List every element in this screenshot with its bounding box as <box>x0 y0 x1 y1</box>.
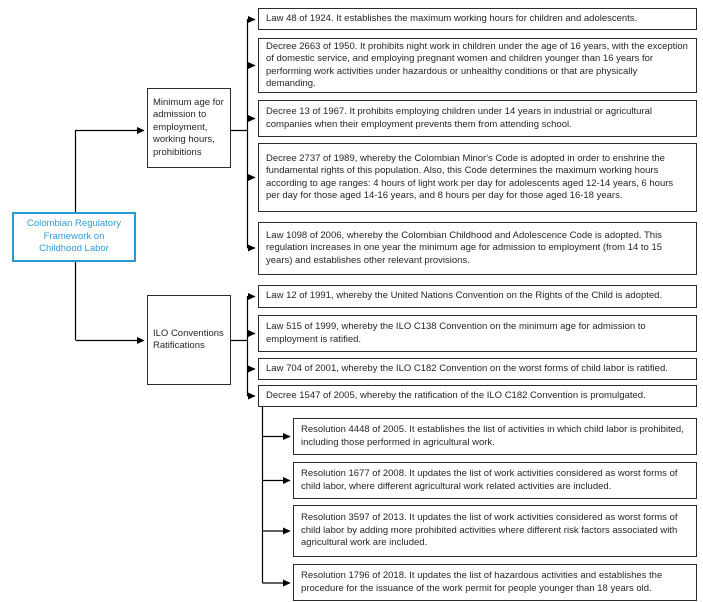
decree-13-1967-box: Decree 13 of 1967. It prohibits employin… <box>258 100 697 137</box>
resolution-3597-2013-box: Resolution 3597 of 2013. It updates the … <box>293 505 697 557</box>
law-text: Law 48 of 1924. It establishes the maxim… <box>266 12 638 24</box>
law-text: Decree 2737 of 1989, whereby the Colombi… <box>266 152 674 201</box>
branch-node-label: ILO Conventions Ratifications <box>153 327 224 351</box>
root-node-line: Childhood Labor <box>39 243 109 255</box>
law-text: Decree 2663 of 1950. It prohibits night … <box>266 40 688 89</box>
branch-node-minimum-age: Minimum age for admission to employment,… <box>147 88 231 168</box>
root-node-line: Colombian Regulatory <box>27 218 121 230</box>
law-48-1924-box: Law 48 of 1924. It establishes the maxim… <box>258 8 697 30</box>
root-node-line: Framework on <box>43 230 105 242</box>
law-text: Decree 13 of 1967. It prohibits employin… <box>266 106 653 130</box>
resolution-text: Resolution 3597 of 2013. It updates the … <box>301 512 678 549</box>
branch-node-label: Minimum age for admission to employment,… <box>153 97 224 158</box>
decree-1547-2005-box: Decree 1547 of 2005, whereby the ratific… <box>258 385 697 407</box>
law-12-1991-box: Law 12 of 1991, whereby the United Natio… <box>258 285 697 308</box>
law-1098-2006-box: Law 1098 of 2006, whereby the Colombian … <box>258 222 697 275</box>
resolution-text: Resolution 1796 of 2018. It updates the … <box>301 570 663 594</box>
law-text: Law 12 of 1991, whereby the United Natio… <box>266 290 663 302</box>
resolution-text: Resolution 1677 of 2008. It updates the … <box>301 468 678 492</box>
resolution-text: Resolution 4448 of 2005. It establishes … <box>301 424 684 448</box>
decree-2737-1989-box: Decree 2737 of 1989, whereby the Colombi… <box>258 143 697 212</box>
decree-2663-1950-box: Decree 2663 of 1950. It prohibits night … <box>258 38 697 93</box>
resolution-4448-2005-box: Resolution 4448 of 2005. It establishes … <box>293 418 697 455</box>
resolution-1677-2008-box: Resolution 1677 of 2008. It updates the … <box>293 462 697 499</box>
law-text: Decree 1547 of 2005, whereby the ratific… <box>266 389 646 401</box>
law-text: Law 515 of 1999, whereby the ILO C138 Co… <box>266 321 646 345</box>
law-704-2001-box: Law 704 of 2001, whereby the ILO C182 Co… <box>258 358 697 380</box>
resolution-1796-2018-box: Resolution 1796 of 2018. It updates the … <box>293 564 697 601</box>
law-text: Law 704 of 2001, whereby the ILO C182 Co… <box>266 362 668 374</box>
law-515-1999-box: Law 515 of 1999, whereby the ILO C138 Co… <box>258 315 697 352</box>
law-text: Law 1098 of 2006, whereby the Colombian … <box>266 229 663 266</box>
root-node: Colombian Regulatory Framework on Childh… <box>12 212 136 262</box>
branch-node-ilo-conventions: ILO Conventions Ratifications <box>147 295 231 385</box>
